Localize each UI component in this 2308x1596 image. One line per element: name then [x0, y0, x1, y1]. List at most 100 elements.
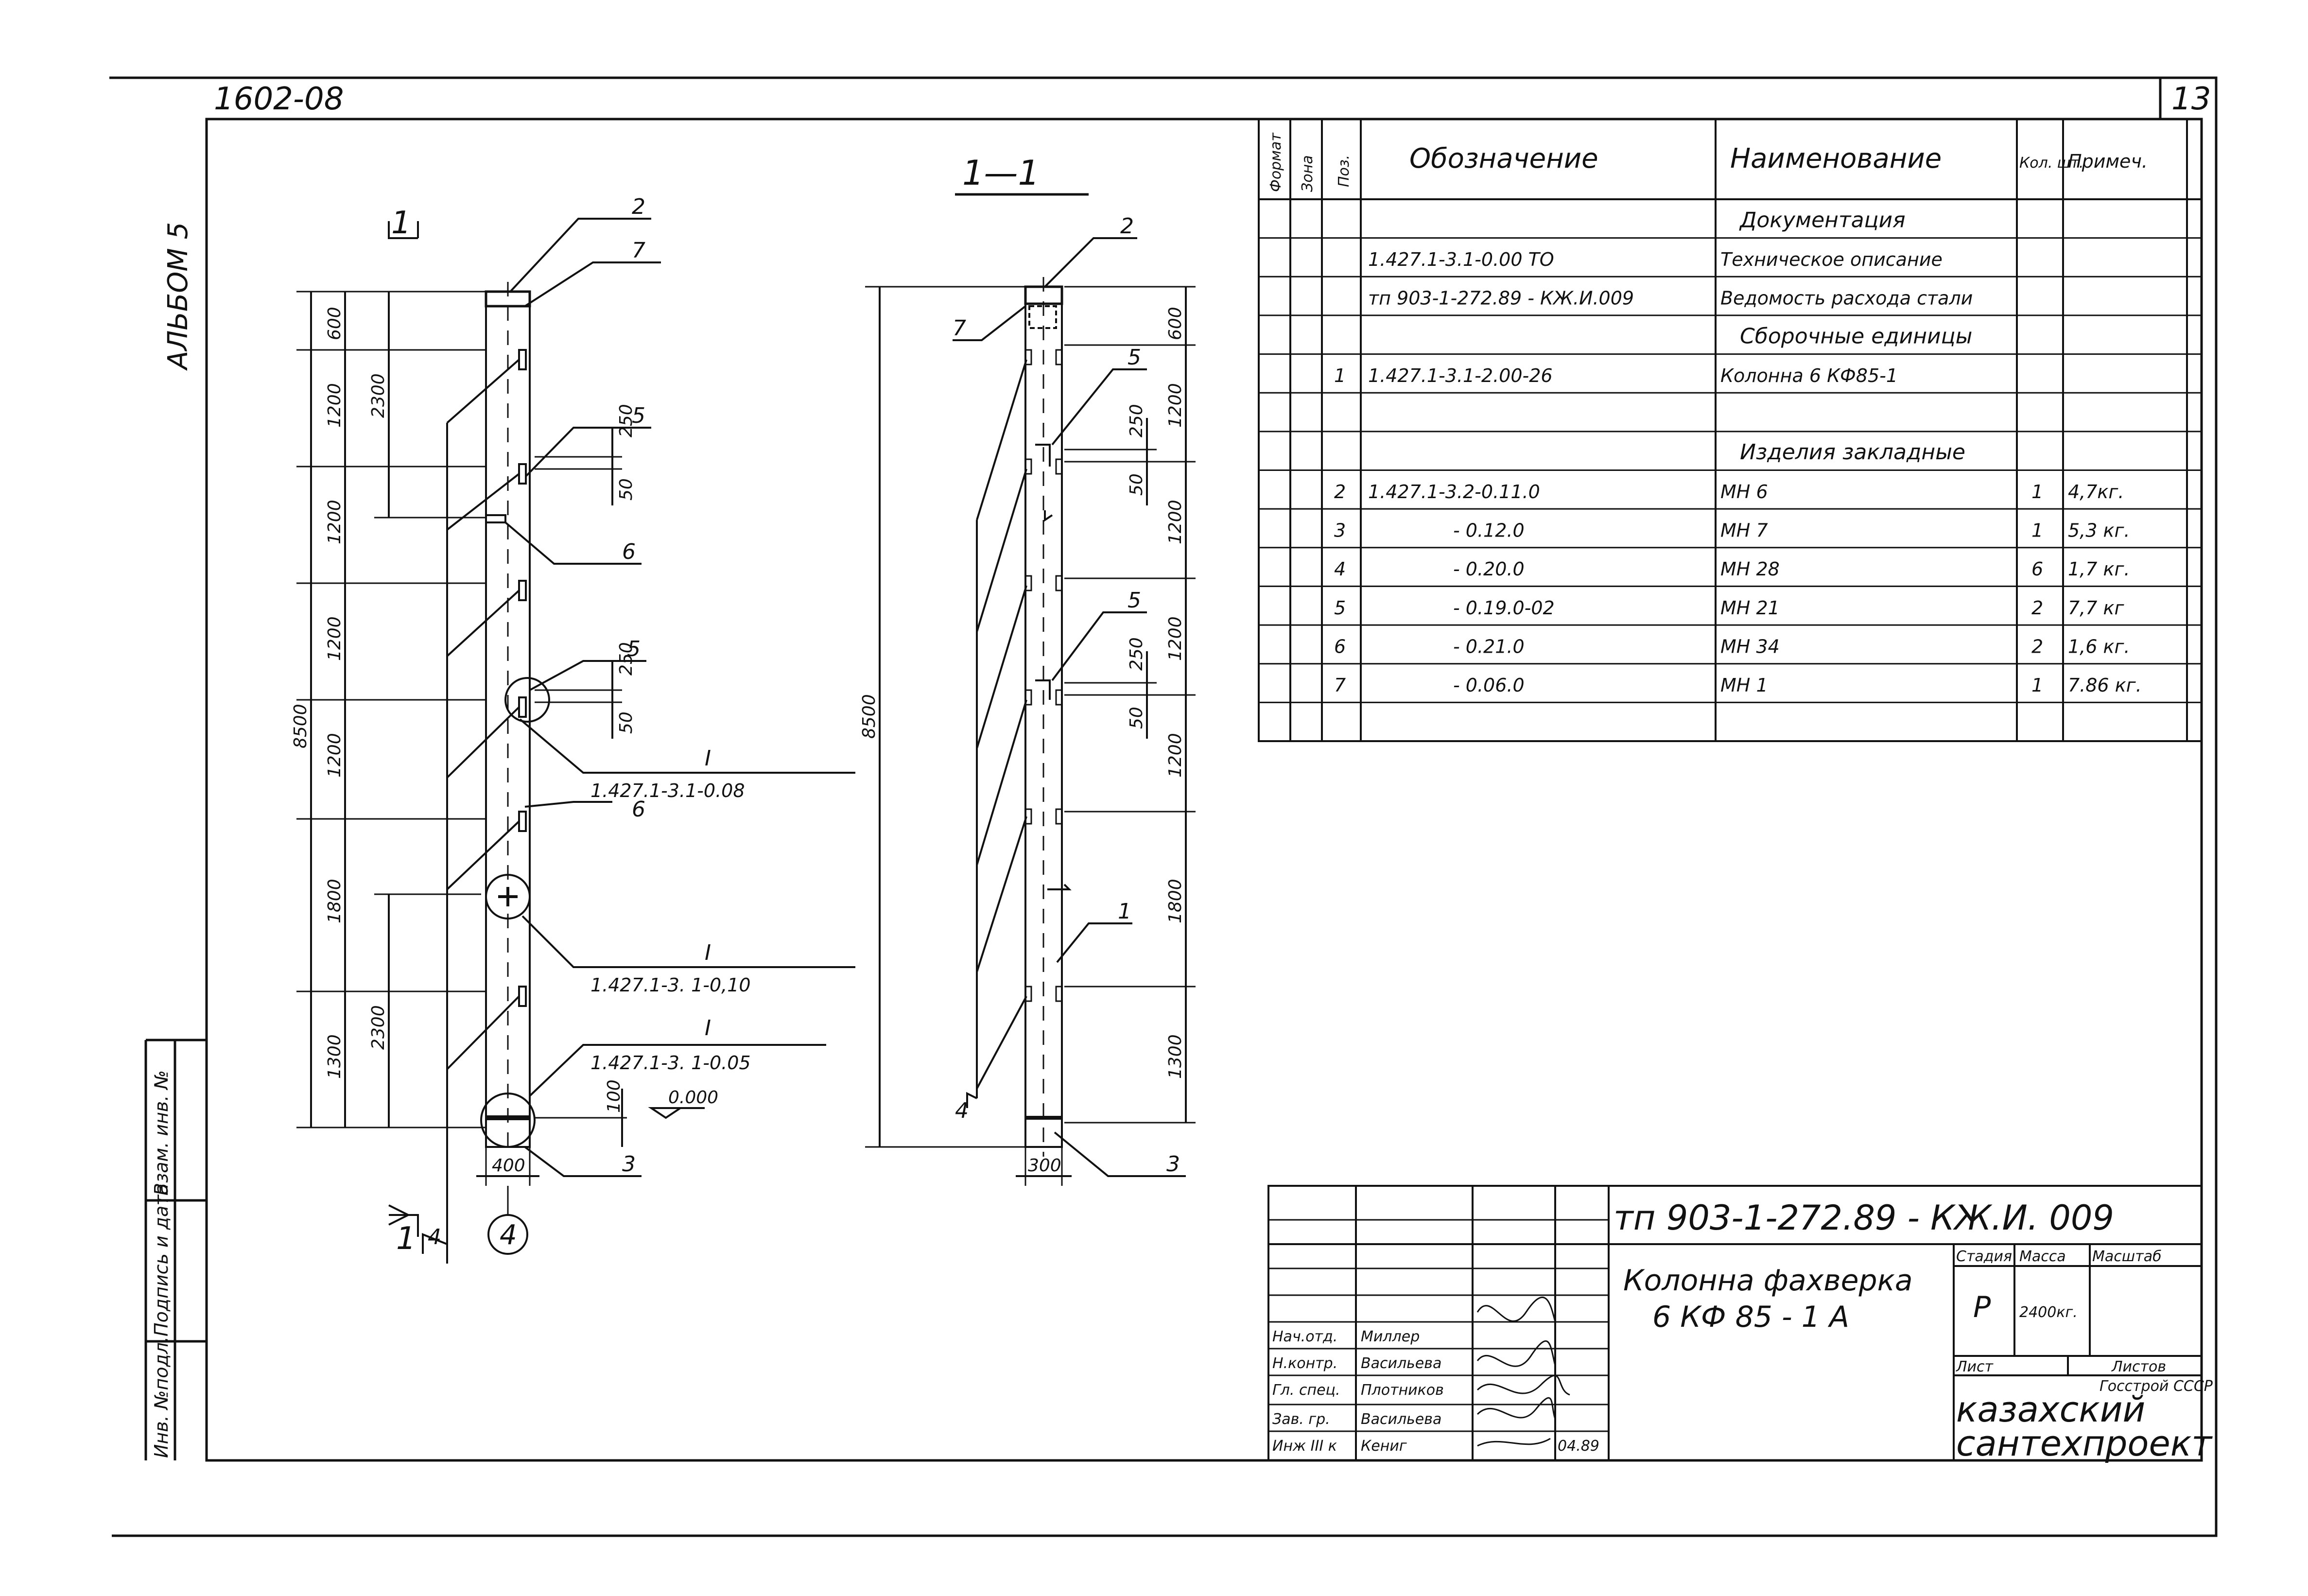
callout-v2-2: 2: [1120, 214, 1134, 239]
col-header-pos: Поз.: [1336, 155, 1353, 187]
dim-inner-1: 2300: [368, 373, 388, 418]
signature-name-4: Кениг: [1361, 1438, 1407, 1455]
spec-cell-r1-c3: 1.427.1-3.1-0.00 ТО: [1368, 249, 1554, 270]
dim-seg-2: 1200: [325, 383, 345, 428]
callout-v1-3: 3: [622, 1152, 636, 1177]
col-header-note: Примеч.: [2068, 151, 2148, 172]
spec-cell-r12-c6: 7.86 кг.: [2068, 675, 2142, 696]
signature-name-1: Васильева: [1361, 1355, 1441, 1372]
dim-seg-4: 1200: [325, 616, 345, 661]
callout-v1-2: 2: [632, 194, 645, 219]
signature-role-0: Нач.отд.: [1272, 1328, 1337, 1345]
dim-detail-1: 250: [616, 404, 636, 437]
spec-cell-r4-c4: Колонна 6 КФ85-1: [1720, 365, 1898, 386]
stage-value: Р: [1973, 1290, 1991, 1324]
spec-cell-r8-c2: 3: [1334, 520, 1346, 541]
stamp-signature-date: Подпись и дата: [151, 1183, 172, 1336]
dim-v2-seg-5: 1200: [1165, 733, 1185, 778]
spec-cell-r7-c5: 1: [2031, 481, 2043, 503]
top-embed: [485, 290, 531, 308]
spec-cell-r12-c3: - 0.06.0: [1453, 675, 1525, 696]
signature-role-3: Зав. гр.: [1272, 1411, 1330, 1428]
section-mark-bottom: 1: [396, 1221, 416, 1257]
dim-detail-4: 50: [616, 711, 636, 734]
dim-detail-5: 100: [604, 1079, 624, 1113]
spec-cell-r7-c2: 2: [1334, 481, 1346, 503]
spec-cell-r3-c4: Сборочные единицы: [1740, 324, 1972, 348]
callout-v2-3: 3: [1166, 1152, 1180, 1177]
mass-label: Масса: [2019, 1248, 2066, 1265]
spec-cell-r7-c4: МН 6: [1720, 481, 1768, 503]
spec-cell-r8-c5: 1: [2031, 520, 2043, 541]
dim-seg-6: 1800: [325, 879, 345, 923]
col-header-zone: Зона: [1299, 155, 1316, 192]
spec-cell-r0-c4: Документация: [1739, 208, 1906, 232]
stage-label: Стадия: [1956, 1248, 2012, 1265]
signature-role-4: Инж III к: [1272, 1438, 1337, 1455]
signature-date: 04.89: [1558, 1438, 1599, 1455]
callout-v2-5a: 5: [1128, 345, 1141, 370]
dim-v2-seg-4: 1200: [1165, 616, 1185, 661]
spec-cell-r8-c6: 5,3 кг.: [2068, 520, 2130, 541]
dim-v2-seg-3: 1200: [1165, 500, 1185, 544]
callout-v1-4: 4: [428, 1225, 441, 1249]
callout-v2-4: 4: [955, 1098, 969, 1123]
spec-cell-r4-c2: 1: [1334, 365, 1346, 386]
spec-cell-r2-c3: тп 903-1-272.89 - КЖ.И.009: [1368, 288, 1634, 309]
dim-seg-5: 1200: [325, 733, 345, 778]
col-header-format: Формат: [1267, 132, 1284, 192]
title-name-2: 6 КФ 85 - 1 А: [1652, 1300, 1849, 1334]
spec-cell-r9-c3: - 0.20.0: [1453, 558, 1525, 580]
col-header-designation: Обозначение: [1409, 143, 1598, 174]
spec-cell-r10-c6: 7,7 кг: [2068, 597, 2124, 619]
column-elevation-view: [296, 218, 855, 1264]
stamp-inv-podl: Инв. №подл.: [151, 1336, 172, 1458]
left-stamp-frame: [144, 1039, 207, 1460]
org-name-1: казахский: [1956, 1389, 2145, 1430]
view1-label: 1: [391, 205, 411, 241]
spec-cell-r9-c2: 4: [1334, 558, 1346, 580]
signature-role-1: Н.контр.: [1272, 1355, 1337, 1372]
spec-cell-r12-c5: 1: [2031, 675, 2043, 696]
signature-name-2: Плотников: [1361, 1382, 1444, 1399]
callout-v1-6a: 6: [622, 539, 636, 564]
spec-cell-r10-c2: 5: [1334, 597, 1346, 619]
spec-cell-r8-c4: МН 7: [1720, 520, 1768, 541]
spec-cell-r1-c4: Техническое описание: [1720, 249, 1943, 270]
callout-v2-1: 1: [1118, 899, 1131, 924]
dim-column-width: 400: [492, 1156, 525, 1176]
callout-v1-5a: 5: [632, 403, 645, 428]
callout-v2-7: 7: [953, 316, 966, 341]
mass-value: 2400кг.: [2019, 1304, 2078, 1321]
sheet-label: Лист: [1956, 1358, 1994, 1375]
dim-v2-seg-2: 1200: [1165, 383, 1185, 428]
title-code: тп 903-1-272.89 - КЖ.И. 009: [1614, 1198, 2114, 1238]
dim-v2-detail-2: 50: [1127, 473, 1146, 496]
spec-cell-r10-c5: 2: [2031, 597, 2043, 619]
spec-cell-r12-c2: 7: [1334, 675, 1346, 696]
spec-cell-r8-c3: - 0.12.0: [1453, 520, 1525, 541]
spec-cell-r12-c4: МН 1: [1720, 675, 1768, 696]
detail-ref-1: 1.427.1-3.1-0.08: [590, 780, 745, 801]
callout-v1-5b: 5: [627, 637, 641, 661]
spec-cell-r11-c2: 6: [1334, 636, 1346, 657]
dim-detail-2: 50: [616, 478, 636, 501]
dim-inner-2: 2300: [368, 1005, 388, 1050]
dim-detail-3: 250: [616, 642, 636, 676]
spec-cell-r7-c3: 1.427.1-3.2-0.11.0: [1368, 481, 1540, 503]
detail-ref-3-roman: I: [705, 1016, 711, 1041]
title-block-grid: [1267, 1185, 2203, 1461]
detail-ref-1-roman: I: [705, 746, 711, 771]
stamp-inv-replace: Взам. инв. №: [151, 1070, 172, 1196]
spec-cell-r7-c6: 4,7кг.: [2068, 481, 2124, 503]
spec-cell-r2-c4: Ведомость расхода стали: [1720, 288, 1973, 309]
detail-ref-2: 1.427.1-3. 1-0,10: [590, 974, 751, 996]
sheet-number: 13: [2171, 81, 2211, 117]
detail-circle-upper: [504, 677, 550, 723]
sheets-label: Листов: [2111, 1358, 2166, 1375]
spec-table-grid: [1258, 118, 2203, 742]
dim-v2-seg-1: 600: [1165, 307, 1185, 340]
callout-v1-6b: 6: [632, 797, 645, 822]
signature-name-3: Васильева: [1361, 1411, 1441, 1428]
